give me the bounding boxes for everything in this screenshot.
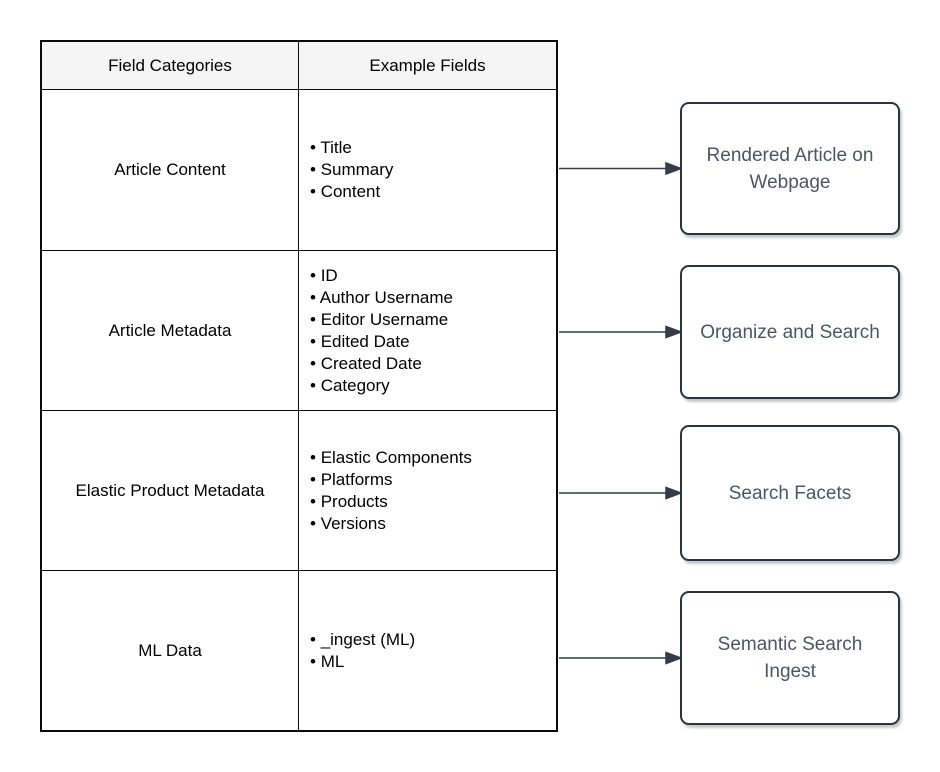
table-row-article-metadata: Article Metadata ID Author Username Edit… bbox=[42, 250, 556, 410]
header-field-categories: Field Categories bbox=[42, 42, 299, 89]
field-item: Content bbox=[310, 181, 556, 203]
field-item: Platforms bbox=[310, 469, 556, 491]
flow-box-label: Semantic Search Ingest bbox=[717, 634, 863, 682]
field-item: ID bbox=[310, 265, 556, 287]
field-item: _ingest (ML) bbox=[310, 629, 556, 651]
fields-list-article-metadata: ID Author Username Editor Username Edite… bbox=[299, 251, 556, 410]
arrowhead-article-content bbox=[665, 161, 684, 176]
field-categories-table: Field Categories Example Fields Article … bbox=[40, 40, 558, 732]
flow-box-rendered-article-on-webpage: Rendered Article on Webpage bbox=[680, 102, 900, 235]
field-item: Elastic Components bbox=[310, 447, 556, 469]
category-label: ML Data bbox=[42, 571, 299, 730]
flow-box-organize-and-search: Organize and Search bbox=[680, 265, 900, 399]
category-label: Article Content bbox=[42, 90, 299, 250]
table-row-ml-data: ML Data _ingest (ML) ML bbox=[42, 570, 556, 730]
flow-box-search-facets: Search Facets bbox=[680, 425, 900, 561]
table-row-elastic-product-metadata: Elastic Product Metadata Elastic Compone… bbox=[42, 410, 556, 570]
field-item: Created Date bbox=[310, 353, 556, 375]
field-item: Category bbox=[310, 375, 556, 397]
field-item: Title bbox=[310, 137, 556, 159]
field-item: Products bbox=[310, 491, 556, 513]
category-label: Article Metadata bbox=[42, 251, 299, 410]
field-item: Edited Date bbox=[310, 331, 556, 353]
field-item: Summary bbox=[310, 159, 556, 181]
flow-box-label: Organize and Search bbox=[700, 321, 880, 343]
header-example-fields: Example Fields bbox=[299, 42, 556, 89]
fields-list-elastic-product-metadata: Elastic Components Platforms Products Ve… bbox=[299, 411, 556, 570]
field-item: Author Username bbox=[310, 287, 556, 309]
flow-box-label: Rendered Article on Webpage bbox=[706, 144, 874, 193]
field-item: Editor Username bbox=[310, 309, 556, 331]
arrowhead-ml-data bbox=[665, 651, 684, 665]
table-header-row: Field Categories Example Fields bbox=[42, 42, 556, 89]
fields-list-ml-data: _ingest (ML) ML bbox=[299, 571, 556, 730]
field-item: Versions bbox=[310, 513, 556, 535]
field-item: ML bbox=[310, 651, 556, 673]
flow-box-semantic-search-ingest: Semantic Search Ingest bbox=[680, 591, 900, 725]
category-label: Elastic Product Metadata bbox=[42, 411, 299, 570]
arrowhead-elastic-product-metadata bbox=[665, 486, 684, 500]
table-row-article-content: Article Content Title Summary Content bbox=[42, 89, 556, 250]
fields-list-article-content: Title Summary Content bbox=[299, 90, 556, 250]
flow-box-label: Search Facets bbox=[728, 482, 852, 504]
arrowhead-article-metadata bbox=[665, 325, 684, 339]
